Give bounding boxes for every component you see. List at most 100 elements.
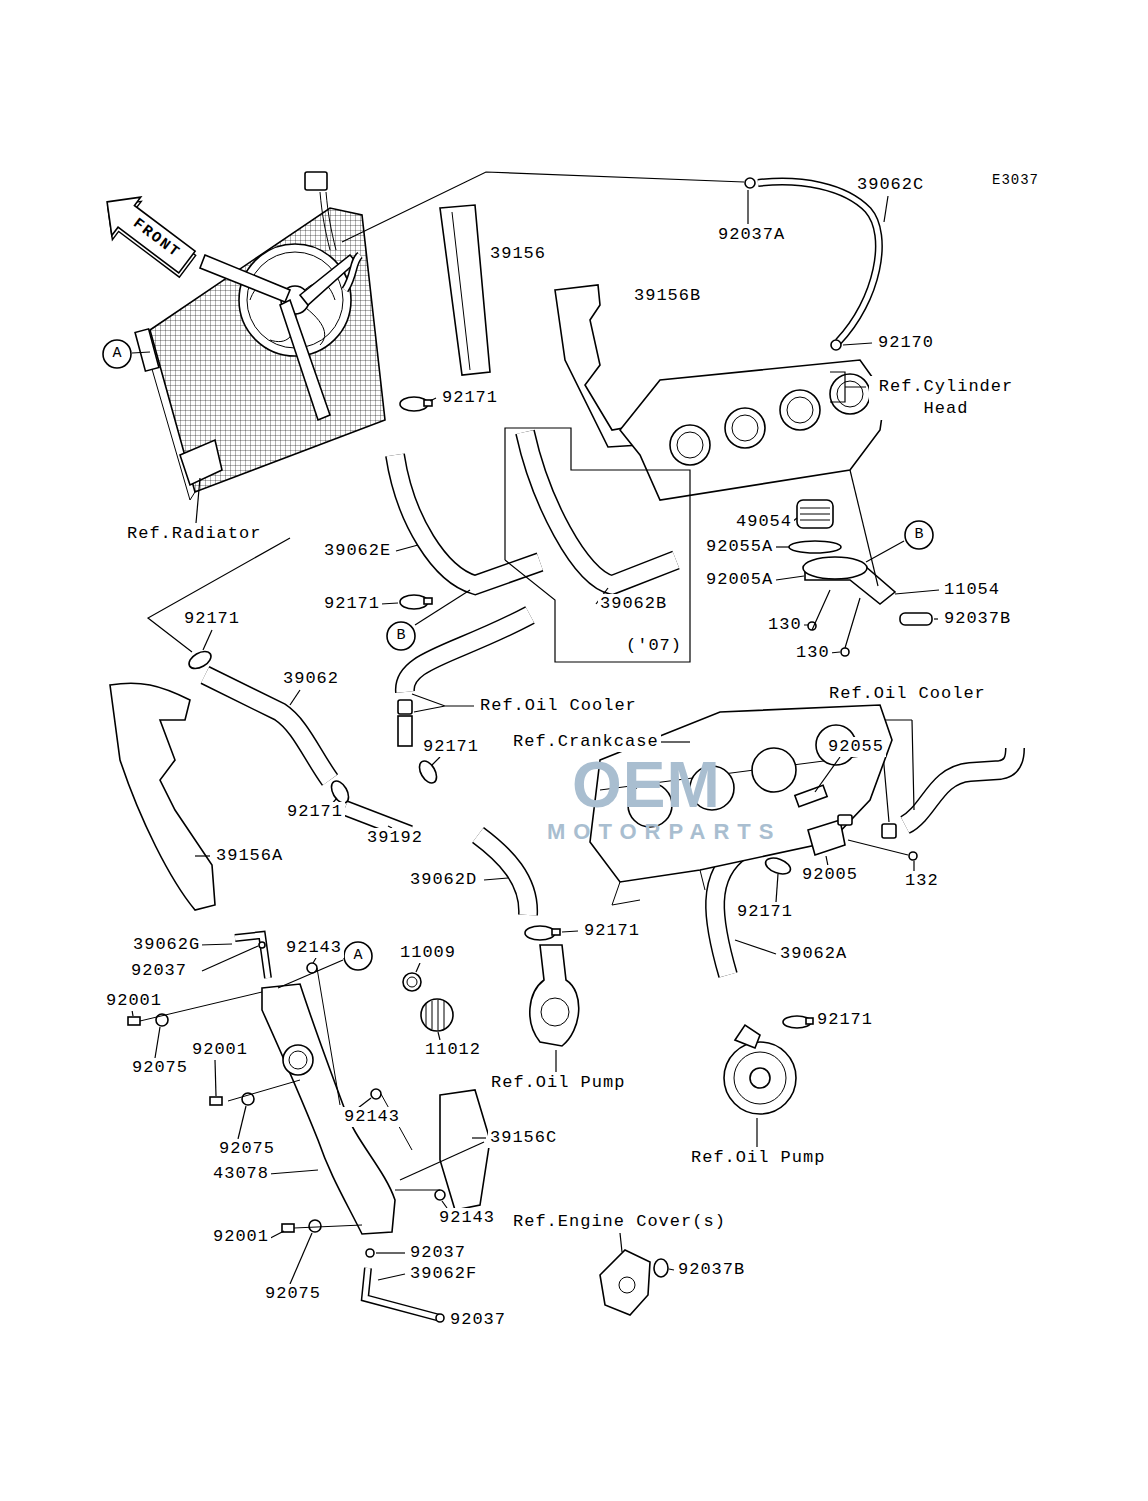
cooling-fan [280, 300, 330, 420]
callout-number: 39156C [488, 1128, 559, 1148]
direction-arrow: FRONT [95, 186, 199, 278]
cylinder-head [725, 408, 765, 448]
reference-label: Ref.Oil Cooler [827, 684, 988, 704]
coolant-hose [205, 675, 330, 780]
reference-letter: A [343, 941, 373, 971]
hose-leader [562, 931, 578, 932]
reservoir-tank [215, 1060, 216, 1096]
bracket-07 [505, 428, 690, 662]
callout-number: 92001 [211, 1227, 271, 1247]
callout-number: 92171 [421, 737, 481, 757]
hose-clamp [806, 1018, 813, 1024]
thermostat [803, 557, 867, 579]
reference-letter: A [102, 339, 132, 369]
circle-outline [387, 622, 415, 650]
thermostat [800, 508, 830, 520]
oil-pump [735, 1025, 760, 1048]
reservoir-tank [128, 942, 486, 1322]
coolant-hose [235, 935, 268, 978]
cylinder-head [780, 390, 820, 430]
reservoir-tank [140, 968, 440, 1228]
callout-number: 39062A [778, 944, 849, 964]
radiator-leader [196, 478, 200, 523]
bracket-07 [505, 428, 690, 662]
callout-number: 11009 [398, 943, 458, 963]
coolant-hose [405, 615, 530, 692]
thermostat [776, 576, 804, 580]
callout-number: 92170 [876, 333, 936, 353]
callout-number: 39062 [281, 669, 341, 689]
callout-number: 92037 [129, 961, 189, 981]
callout-number: 92055 [826, 737, 886, 757]
circle-outline [344, 942, 372, 970]
cylinder-head [620, 360, 885, 500]
reference-letter: B [386, 621, 416, 651]
callout-number: 49054 [734, 512, 794, 532]
reservoir-tank [407, 977, 417, 987]
callout-number: 39192 [365, 828, 425, 848]
thermostat [789, 541, 841, 553]
radiator [180, 440, 222, 485]
oil-pump [530, 945, 796, 1147]
circle-outline [905, 521, 933, 549]
fan-wire [320, 192, 336, 250]
coolant-hose [205, 432, 1015, 1318]
shroud-39156a [110, 683, 215, 910]
bleeder-hose [745, 178, 755, 188]
callout-number: 39062B [598, 594, 669, 614]
callout-number: 11012 [423, 1040, 483, 1060]
coolant-hose [905, 748, 1015, 825]
drawing-code: E3037 [990, 172, 1041, 189]
reference-label: Ref.Cylinder Head [869, 376, 1023, 420]
hose-leader [432, 757, 440, 765]
hose-leader [195, 855, 210, 856]
reservoir-tank [200, 944, 232, 945]
reservoir-tank [290, 1233, 312, 1284]
callout-number: 43078 [211, 1164, 271, 1184]
callout-number: 92005 [800, 865, 860, 885]
callout-number: 92171 [322, 594, 382, 614]
hose-clamp [525, 926, 555, 940]
fittings [882, 824, 896, 838]
cylinder-head [787, 397, 813, 423]
thermostat [841, 648, 849, 656]
hose-clamp [763, 855, 792, 877]
hose-clamp [416, 758, 440, 786]
callout-number: 39062E [322, 541, 393, 561]
bleeder-hose [830, 372, 866, 402]
reference-circle: A [343, 941, 373, 971]
hose-leader [195, 398, 914, 954]
oil-pump [756, 1118, 757, 1147]
reference-label: Ref.Engine Cover(s) [511, 1212, 728, 1232]
coolant-hose [205, 675, 330, 780]
reference-label: Ref.Oil Cooler [478, 696, 639, 716]
bleeder-hose [843, 343, 872, 345]
reservoir-tank [442, 1201, 447, 1208]
crankcase [752, 748, 796, 792]
coolant-hose [395, 455, 540, 585]
hose-leader [415, 590, 470, 625]
reservoir-tank [283, 1045, 313, 1075]
fittings [398, 716, 412, 746]
crankcase [913, 861, 914, 871]
radiator [135, 329, 159, 371]
oil-pump [541, 998, 569, 1026]
reference-label: Ref.Oil Pump [489, 1073, 627, 1093]
coolant-hose [525, 432, 676, 585]
oil-pump [724, 1042, 796, 1114]
callout-number: ('07) [624, 636, 684, 656]
cylinder-head [732, 415, 758, 441]
bleeder-hose [745, 178, 888, 402]
callout-number: 92001 [104, 991, 164, 1011]
thermostat [850, 470, 878, 586]
circle-outline [103, 340, 131, 368]
radiator-leader [132, 352, 150, 353]
engine-cover [669, 1269, 674, 1270]
reservoir-tank [376, 1252, 405, 1253]
coolant-hose [395, 455, 540, 585]
bleeder-hose [831, 340, 841, 350]
cylinder-head [830, 374, 870, 414]
reservoir-tank [289, 1051, 307, 1069]
engine-cover [654, 1259, 668, 1277]
